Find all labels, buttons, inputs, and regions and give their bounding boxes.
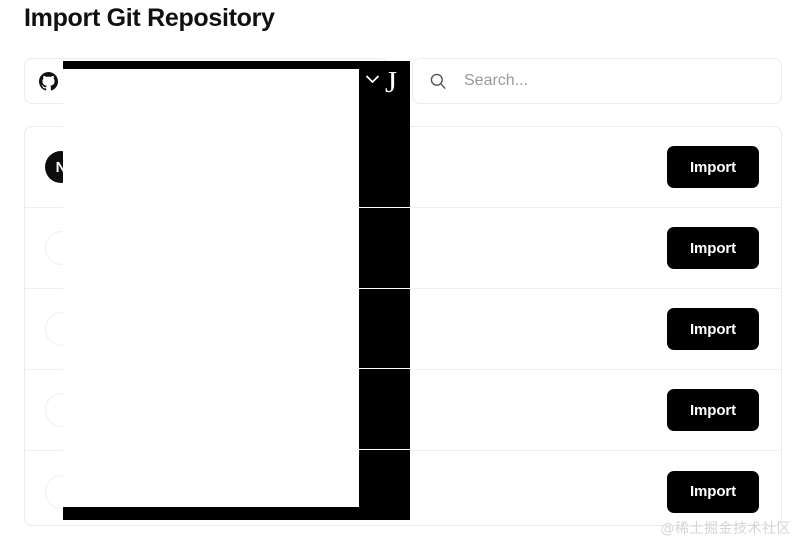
import-button[interactable]: Import [667, 470, 759, 513]
redaction-divider [359, 368, 410, 369]
redaction-black-column [359, 69, 410, 520]
redaction-divider [359, 288, 410, 289]
page-title: Import Git Repository [24, 4, 275, 32]
github-icon [39, 71, 58, 91]
import-button[interactable]: Import [667, 308, 759, 350]
import-button[interactable]: Import [667, 389, 759, 431]
redaction-top-bar [63, 61, 410, 69]
search-box[interactable] [412, 58, 782, 104]
redaction-divider [359, 449, 410, 450]
redaction-divider [359, 207, 410, 208]
import-button[interactable]: Import [667, 146, 759, 188]
redaction-bottom-bar [63, 507, 410, 520]
redaction-white-mask [63, 69, 359, 507]
search-input[interactable] [464, 72, 764, 90]
import-button[interactable]: Import [667, 227, 759, 269]
redaction-glyph: J [385, 64, 398, 99]
search-icon [429, 72, 447, 90]
chevron-down-icon[interactable] [364, 72, 381, 86]
watermark: @稀土掘金技术社区 [660, 521, 791, 537]
